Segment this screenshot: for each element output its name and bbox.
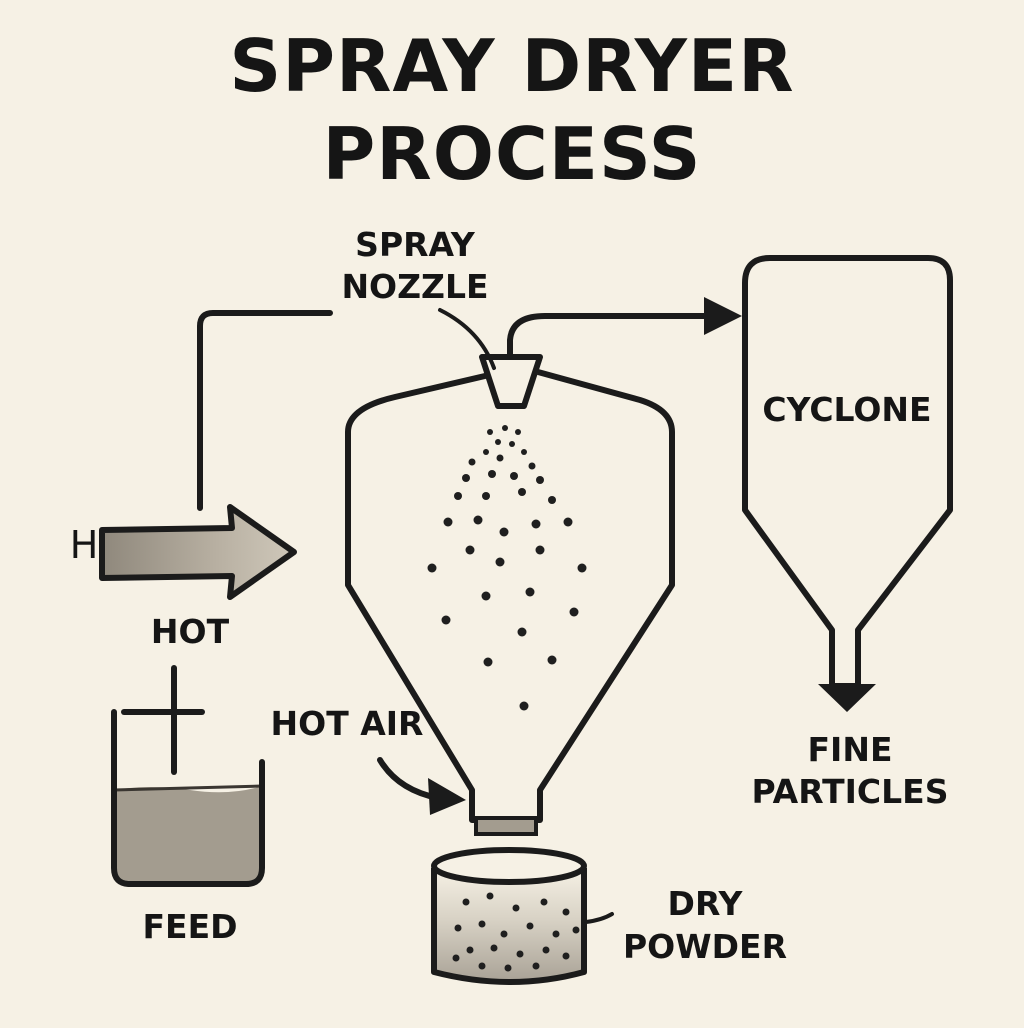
spray-droplet	[496, 454, 504, 462]
chamber-outlet-band	[474, 816, 538, 836]
spray-droplet	[569, 607, 579, 617]
fine-particles-arrowhead	[818, 684, 876, 712]
spray-droplet	[531, 519, 541, 529]
spray-droplet	[495, 439, 501, 445]
spray-droplet	[528, 462, 536, 470]
spray-droplet	[577, 563, 587, 573]
powder-particle	[490, 944, 498, 952]
spray-droplet	[509, 441, 515, 447]
spray-droplet	[443, 517, 453, 527]
feed-line	[197, 310, 333, 511]
spray-nozzle-label-line-1: SPRAY	[355, 225, 475, 264]
spray-droplets	[427, 425, 587, 711]
spray-droplet	[499, 527, 509, 537]
powder-particle	[526, 922, 534, 930]
inlet-mark: H	[69, 523, 99, 567]
powder-particle	[562, 908, 570, 916]
spray-droplet	[518, 488, 526, 496]
title-line-2: PROCESS	[322, 112, 702, 196]
spray-droplet	[487, 429, 493, 435]
hot-air-label: HOT AIR	[270, 704, 424, 743]
exhaust-arrowhead	[704, 297, 742, 335]
spray-droplet	[468, 458, 476, 466]
powder-particle	[542, 946, 550, 954]
hot-air-arrowhead	[428, 778, 466, 815]
spray-droplet	[536, 476, 544, 484]
feed-tank	[111, 709, 265, 887]
powder-particle	[504, 964, 512, 972]
powder-particle	[512, 904, 520, 912]
spray-droplet	[563, 517, 573, 527]
spray-droplet	[517, 627, 527, 637]
spray-droplet	[483, 657, 493, 667]
powder-particle	[462, 898, 470, 906]
spray-droplet	[510, 472, 518, 480]
feed-liquid-surface	[113, 784, 263, 792]
powder-particle	[572, 926, 580, 934]
spray-droplet	[502, 425, 508, 431]
spray-droplet	[462, 474, 470, 482]
powder-particle	[486, 892, 494, 900]
powder-particles	[452, 892, 580, 972]
drying-chamber	[345, 369, 675, 823]
spray-droplet	[454, 492, 462, 500]
dry-powder-label-line-2: POWDER	[623, 927, 787, 966]
fine-particles-label-line-1: FINE	[807, 730, 893, 769]
fine-particles-label-line-2: PARTICLES	[751, 772, 949, 811]
powder-particle	[452, 954, 460, 962]
feed-label: FEED	[142, 907, 238, 946]
spray-droplet	[441, 615, 451, 625]
powder-particle	[516, 950, 524, 958]
spray-droplet	[495, 557, 505, 567]
cyclone	[742, 255, 953, 689]
collector-rim	[431, 847, 587, 885]
spray-droplet	[427, 563, 437, 573]
feed-liquid	[114, 786, 262, 884]
hot-air-inlet-arrow	[99, 504, 297, 600]
spray-droplet	[535, 545, 545, 555]
spray-nozzle-label-line-2: NOZZLE	[341, 267, 489, 306]
nozzle-leader	[438, 308, 496, 370]
spray-droplet	[483, 449, 489, 455]
powder-particle	[562, 952, 570, 960]
powder-particle	[532, 962, 540, 970]
cyclone-label: CYCLONE	[762, 390, 932, 429]
spray-droplet	[525, 587, 535, 597]
collector-leader	[584, 912, 614, 924]
spray-droplet	[488, 470, 496, 478]
spray-nozzle	[479, 354, 543, 409]
spray-droplet	[548, 496, 556, 504]
powder-particle	[540, 898, 548, 906]
powder-particle	[466, 946, 474, 954]
title-line-1: SPRAY DRYER	[229, 24, 795, 108]
spray-droplet	[519, 701, 529, 711]
powder-particle	[500, 930, 508, 938]
spray-droplet	[482, 492, 490, 500]
spray-droplet	[515, 429, 521, 435]
exhaust-line	[507, 313, 709, 359]
powder-particle	[478, 962, 486, 970]
powder-particle	[552, 930, 560, 938]
spray-droplet	[481, 591, 491, 601]
hot-label: HOT	[150, 612, 230, 651]
spray-droplet	[465, 545, 475, 555]
spray-droplet	[547, 655, 557, 665]
powder-particle	[454, 924, 462, 932]
dry-powder-label-line-1: DRY	[667, 884, 743, 923]
spray-droplet	[521, 449, 527, 455]
spray-droplet	[473, 515, 483, 525]
powder-particle	[478, 920, 486, 928]
